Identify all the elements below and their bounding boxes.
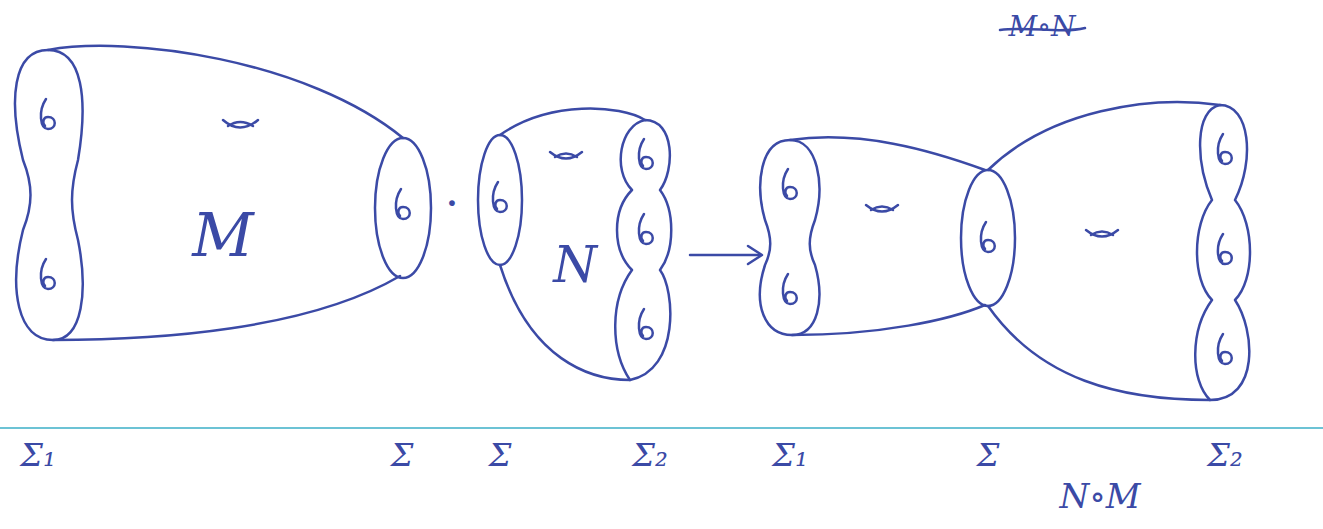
outline-curve <box>15 50 83 340</box>
handle-hole <box>1218 234 1232 264</box>
surface-label: Σ <box>977 438 1000 473</box>
composite-cobordism <box>760 102 1250 400</box>
handle-hole <box>1218 334 1232 364</box>
handle-hole <box>1218 134 1232 164</box>
rule-line <box>0 427 1323 429</box>
surface-label: Σ <box>489 438 512 473</box>
outline-curve <box>500 109 645 135</box>
outline-curve <box>48 46 403 138</box>
handle-hole <box>783 169 797 199</box>
outline-curve <box>555 154 577 158</box>
outline-curve <box>615 120 671 380</box>
outline-curve <box>550 152 582 159</box>
crossed-out-label: M∘N <box>1009 12 1076 43</box>
cobordism: M <box>8 40 438 360</box>
handle-hole <box>41 259 55 289</box>
cobordism-name: M <box>192 135 253 265</box>
handle-hole <box>639 139 653 169</box>
handle-hole <box>639 309 653 339</box>
surface-label: Σ <box>391 438 414 473</box>
cobordism: N <box>470 90 680 400</box>
composite-name: N∘M <box>1059 478 1140 515</box>
handle-hole <box>396 189 410 219</box>
outline-curve <box>53 276 400 340</box>
map-arrow <box>690 246 762 264</box>
handle-hole <box>639 214 653 244</box>
handle-hole <box>41 99 55 129</box>
boundary-circle <box>478 135 522 265</box>
surface-label: Σ₂ <box>632 438 667 473</box>
cobordism-name: N <box>553 200 597 290</box>
outline-curve <box>228 122 253 126</box>
handle-hole <box>493 182 507 212</box>
surface-label: Σ₁ <box>772 438 807 473</box>
boundary-circle <box>375 138 431 278</box>
surface-label: Σ₁ <box>20 438 55 473</box>
handle-hole <box>783 274 797 304</box>
handle-hole <box>981 222 995 252</box>
composition-dot: · <box>445 180 459 228</box>
outline-curve <box>223 120 258 128</box>
surface-label: Σ₂ <box>1207 438 1242 473</box>
